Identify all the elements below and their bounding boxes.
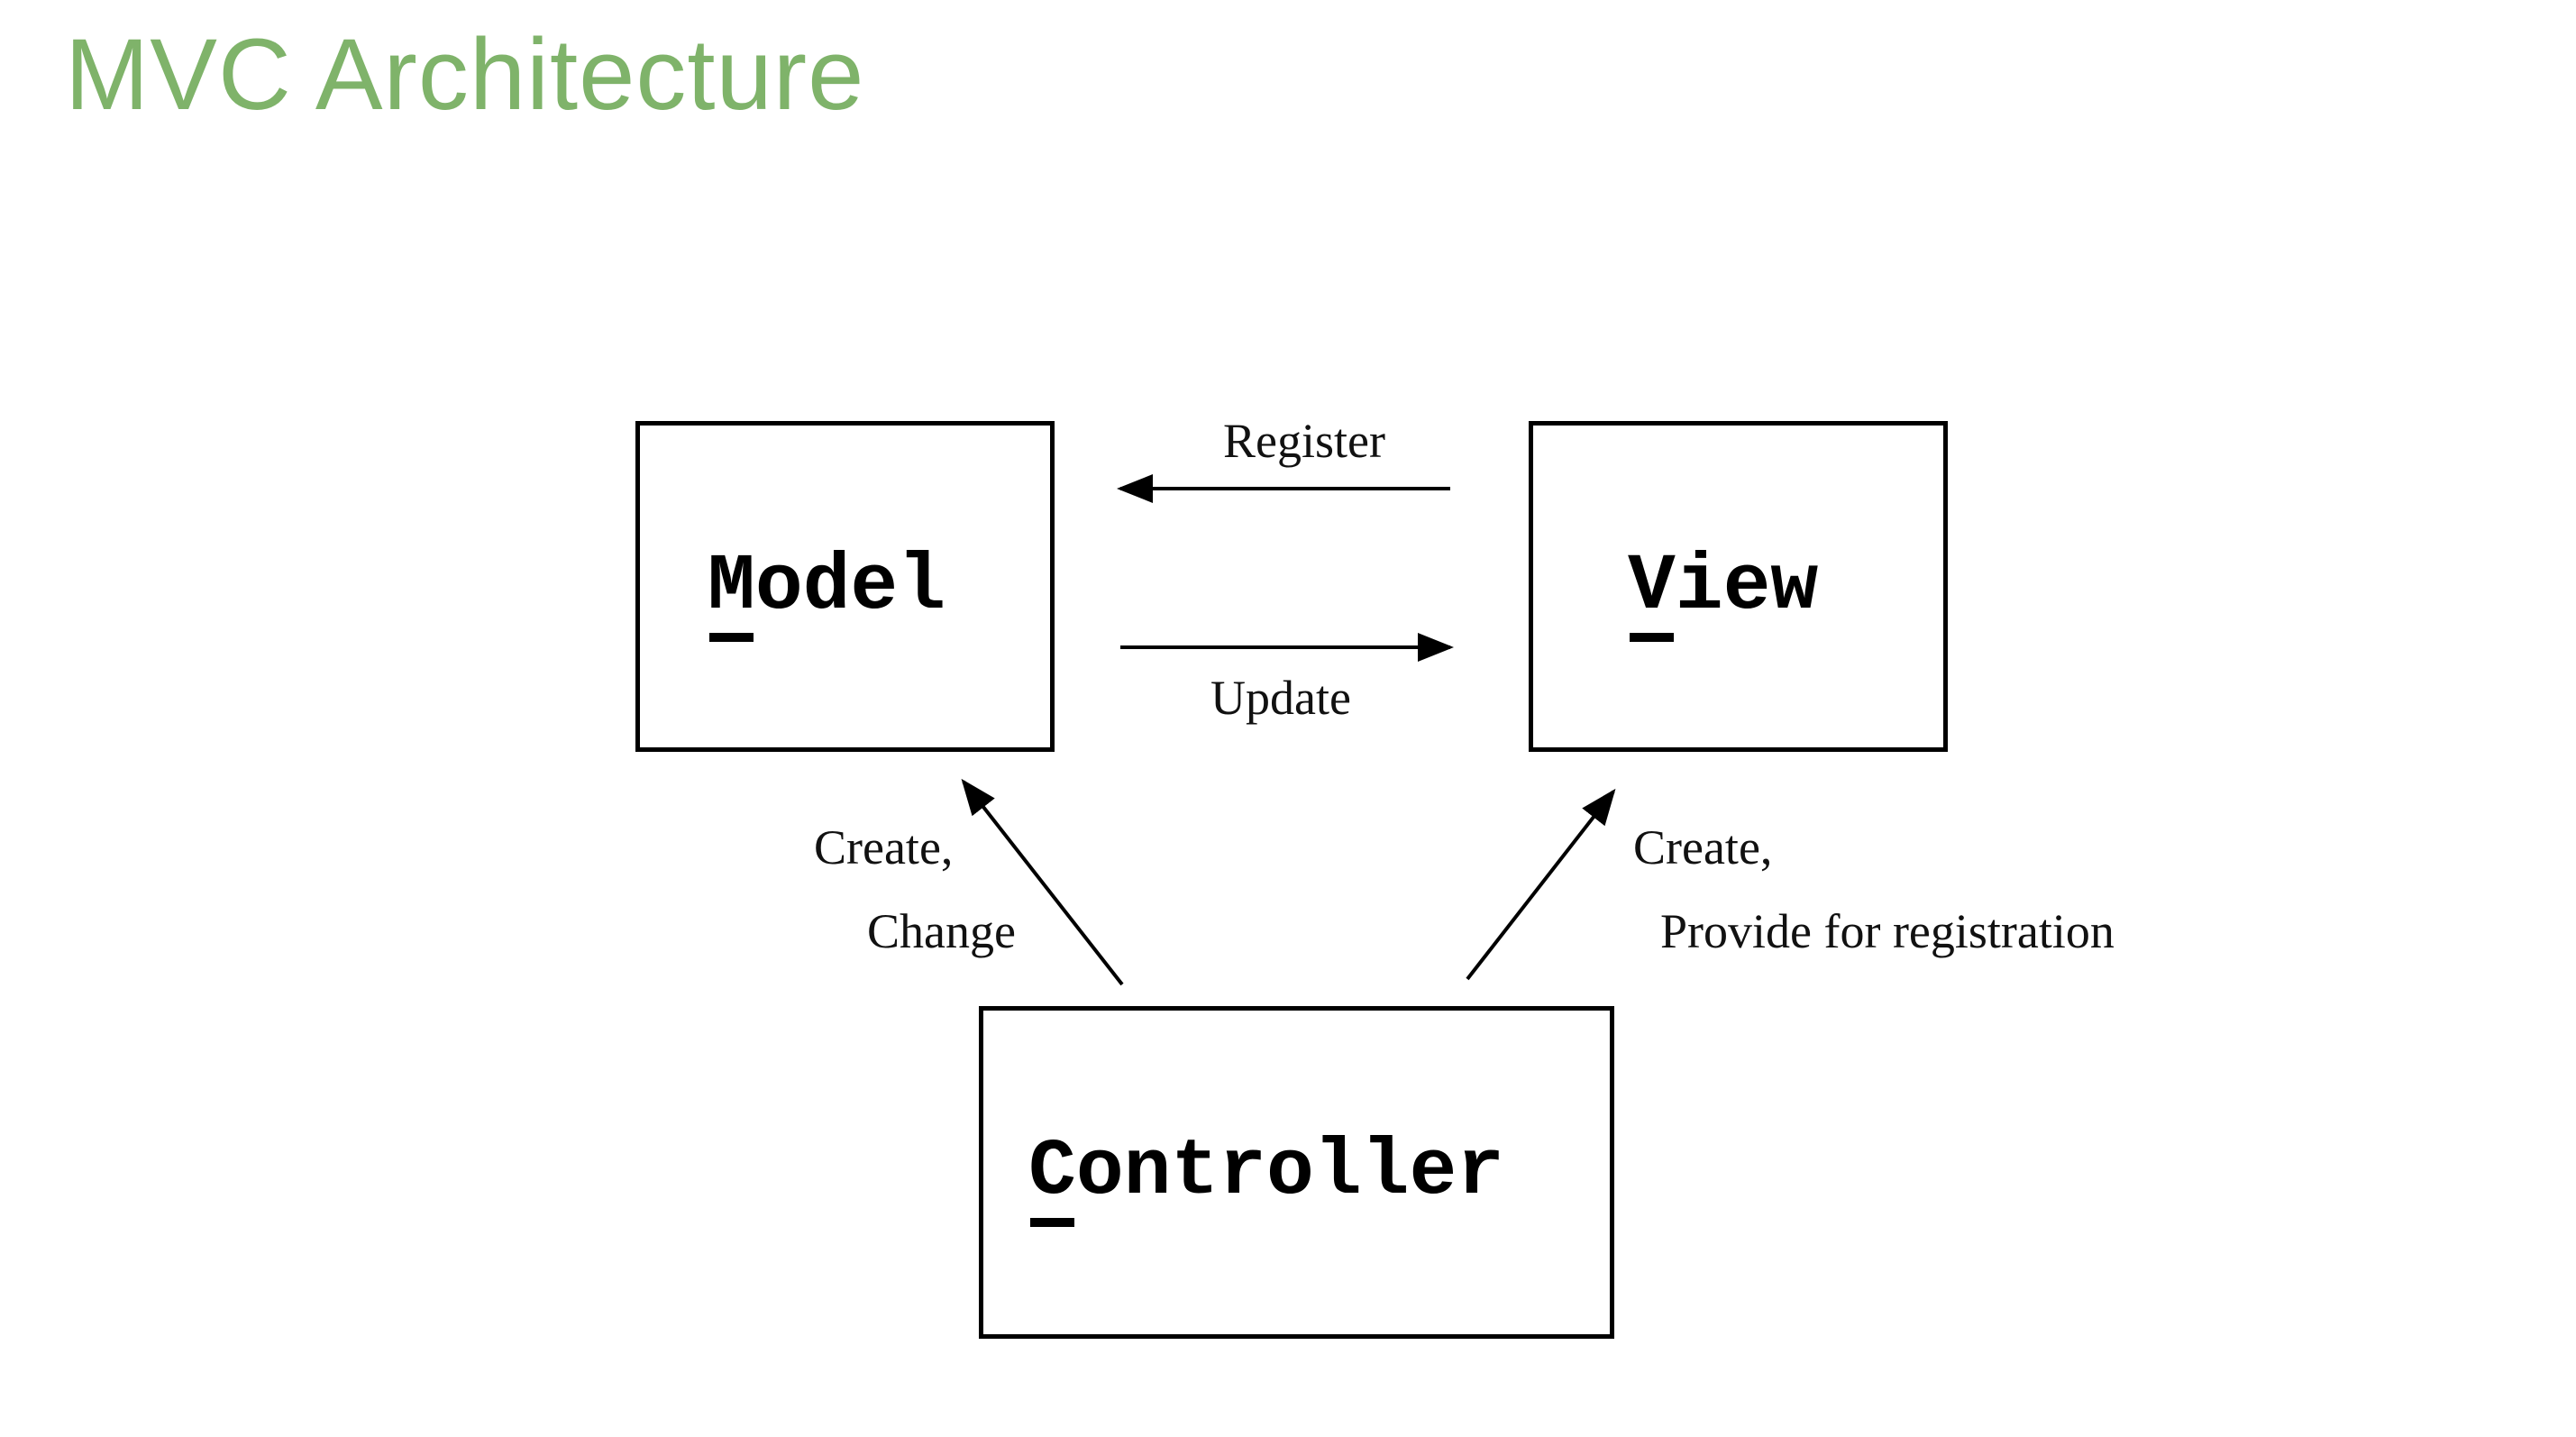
- controller-view-label-line2: Provide for registration: [1660, 904, 2115, 958]
- controller-label-rest: ontroller: [1075, 1128, 1505, 1217]
- controller-to-view-arrow: [1466, 788, 1616, 981]
- model-box: [635, 421, 1055, 752]
- controller-model-label-line1: Create,: [814, 820, 954, 874]
- controller-label: Controller: [1028, 1128, 1504, 1227]
- model-label: Model: [708, 543, 945, 642]
- controller-model-label-line2: Change: [867, 904, 1016, 958]
- model-label-rest: odel: [754, 543, 946, 632]
- view-label: View: [1628, 543, 1818, 642]
- view-box: [1529, 421, 1948, 752]
- update-label: Update: [1210, 671, 1351, 725]
- controller-label-initial: C: [1028, 1128, 1076, 1227]
- register-label: Register: [1223, 414, 1385, 468]
- view-label-initial: V: [1628, 543, 1676, 642]
- controller-view-label-line1: Create,: [1633, 820, 1773, 874]
- controller-to-model-arrow: [961, 778, 1124, 986]
- model-label-initial: M: [708, 543, 755, 642]
- slide-title: MVC Architecture: [65, 18, 865, 131]
- view-label-rest: iew: [1675, 543, 1819, 632]
- controller-box: [979, 1006, 1614, 1339]
